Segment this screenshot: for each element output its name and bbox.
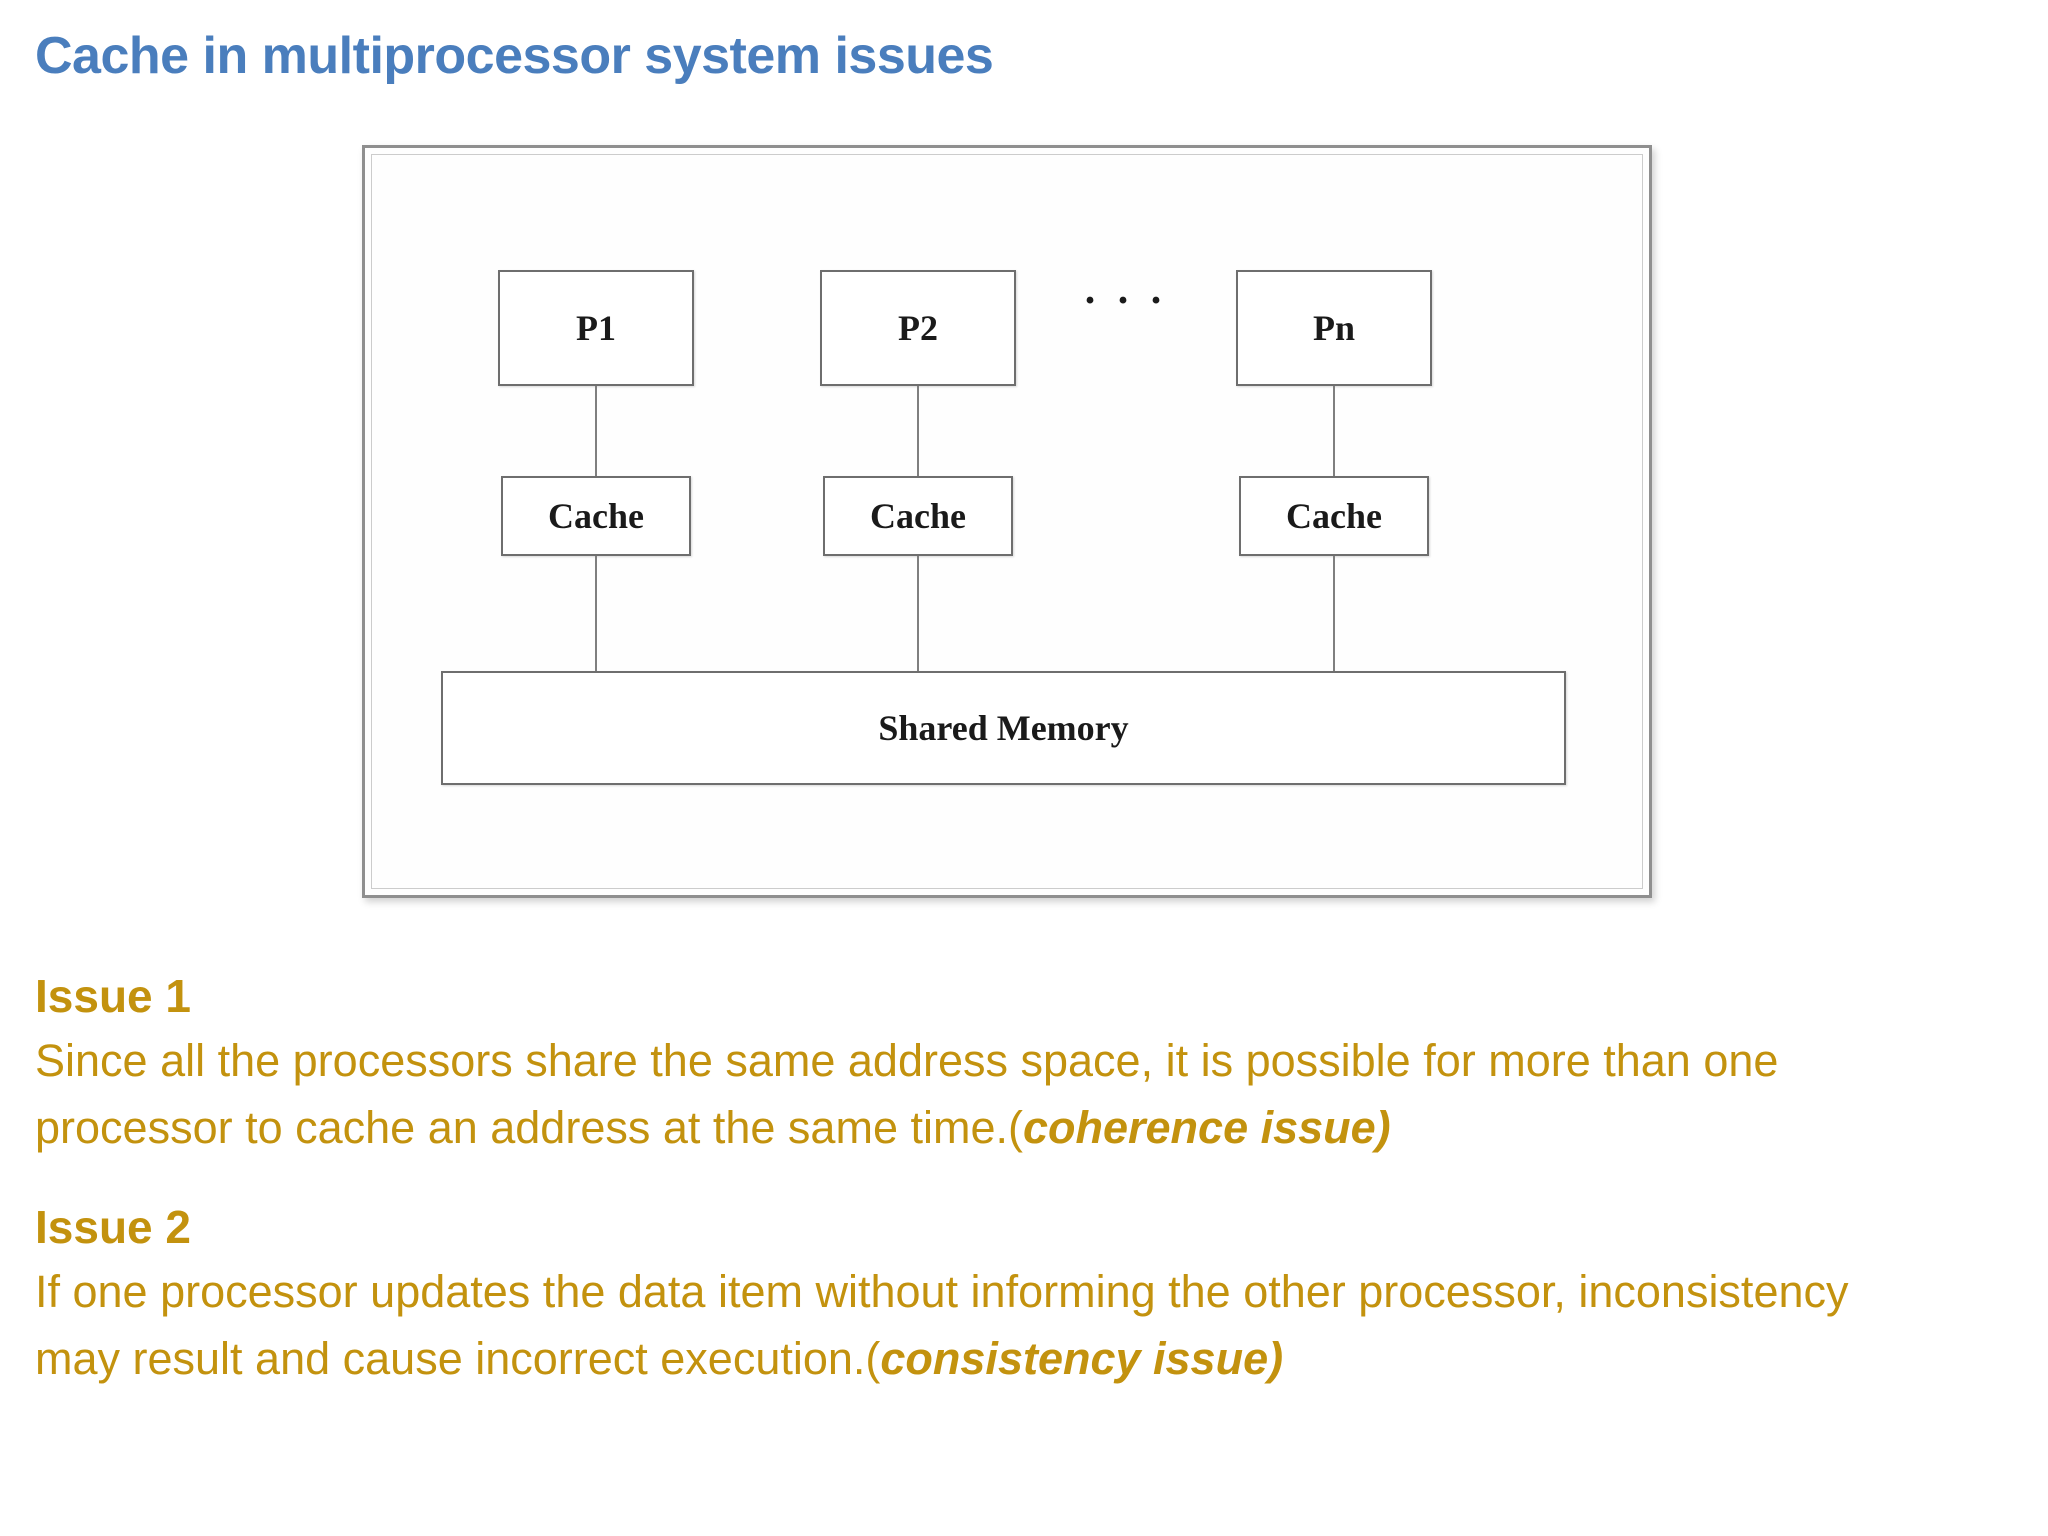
cache-label-1: Cache: [548, 496, 644, 536]
shared-memory-box: Shared Memory: [441, 671, 1566, 785]
issue-2-line-2: may result and cause incorrect execution…: [35, 1325, 2018, 1392]
cache-box-3: Cache: [1239, 476, 1429, 556]
issue-2-line-2-text: may result and cause incorrect execution…: [35, 1333, 881, 1384]
cache-label-3: Cache: [1286, 496, 1382, 536]
page-title: Cache in multiprocessor system issues: [35, 27, 994, 85]
shared-memory-label: Shared Memory: [878, 708, 1129, 748]
connector-cache1-memory: [595, 556, 597, 671]
issue-2-section: Issue 2 If one processor updates the dat…: [35, 1196, 2018, 1392]
ellipsis-dots: . . .: [1084, 267, 1168, 313]
issue-1-coherence-emphasis: coherence issue): [1022, 1102, 1391, 1153]
issue-1-line-2-text: processor to cache an address at the sam…: [35, 1102, 1023, 1153]
processor-label-p1: P1: [576, 308, 616, 348]
cache-label-2: Cache: [870, 496, 966, 536]
issue-1-line-2: processor to cache an address at the sam…: [35, 1094, 2018, 1161]
multiprocessor-diagram: P1 P2 . . . Pn Cache Cache Cache Shared …: [362, 145, 1652, 898]
connector-pn-cache: [1333, 386, 1335, 476]
connector-cache3-memory: [1333, 556, 1335, 671]
cache-box-1: Cache: [501, 476, 691, 556]
processor-box-p1: P1: [498, 270, 694, 386]
connector-cache2-memory: [917, 556, 919, 671]
issue-2-consistency-emphasis: consistency issue): [880, 1333, 1284, 1384]
connector-p2-cache: [917, 386, 919, 476]
issue-2-header: Issue 2: [35, 1201, 191, 1253]
processor-box-p2: P2: [820, 270, 1016, 386]
connector-p1-cache: [595, 386, 597, 476]
cache-box-2: Cache: [823, 476, 1013, 556]
issue-1-header: Issue 1: [35, 970, 191, 1022]
processor-label-pn: Pn: [1312, 308, 1355, 348]
issue-1-section: Issue 1 Since all the processors share t…: [35, 965, 2018, 1161]
processor-label-p2: P2: [898, 308, 938, 348]
processor-box-pn: Pn: [1236, 270, 1432, 386]
issue-1-line-1: Since all the processors share the same …: [35, 1035, 1779, 1086]
issue-2-line-1: If one processor updates the data item w…: [35, 1266, 1849, 1317]
